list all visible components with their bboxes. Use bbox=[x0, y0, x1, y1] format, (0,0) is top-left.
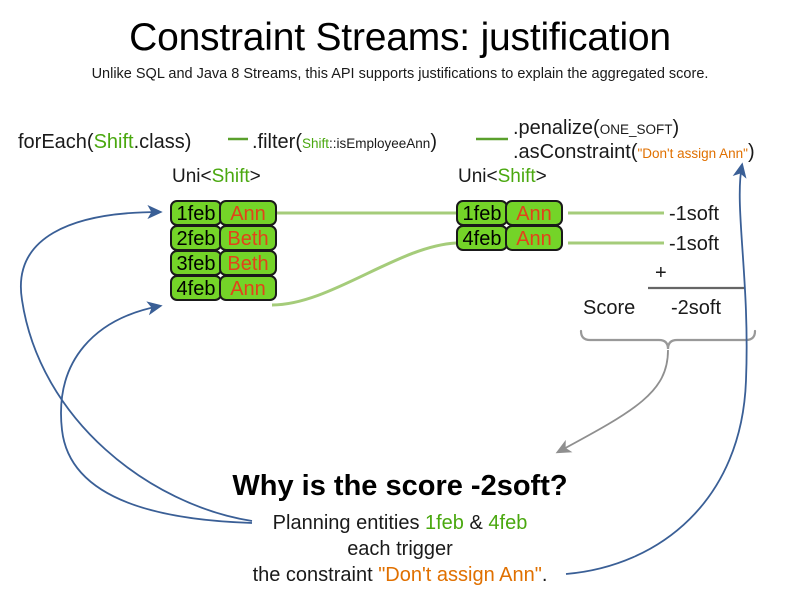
table-row: 3feb Beth bbox=[170, 250, 277, 276]
cell-employee: Beth bbox=[219, 250, 277, 276]
cell-date: 3feb bbox=[170, 250, 222, 276]
uni-left-prefix: Uni< bbox=[172, 166, 212, 187]
code-filter-ref-method: ::isEmployeeAnn bbox=[329, 136, 431, 151]
page-title: Constraint Streams: justification bbox=[129, 16, 671, 59]
cell-employee: Ann bbox=[505, 200, 563, 226]
uni-label-right: Uni<Shift> bbox=[458, 166, 547, 188]
score-total: -2soft bbox=[671, 297, 722, 319]
code-filter-call: .filter( bbox=[252, 131, 302, 153]
explanation-entity-a: 1feb bbox=[425, 512, 464, 534]
fact-table-left: 1feb Ann 2feb Beth 3feb Beth 4feb Ann bbox=[170, 200, 277, 301]
uni-left-suffix: > bbox=[249, 166, 261, 187]
code-filter-ref-type: Shift bbox=[302, 136, 330, 151]
explanation-line-1: Planning entities 1feb & 4feb bbox=[0, 512, 800, 535]
code-penalize: .penalize(ONE_SOFT) bbox=[513, 117, 679, 140]
code-as-constraint-arg: "Don't assign Ann" bbox=[637, 146, 748, 161]
uni-left-type: Shift bbox=[211, 166, 250, 187]
code-foreach-call: forEach( bbox=[18, 131, 94, 153]
table-row: 4feb Ann bbox=[170, 275, 277, 301]
code-as-constraint: .asConstraint("Don't assign Ann") bbox=[513, 141, 755, 164]
explanation-constraint-name: "Don't assign Ann" bbox=[378, 564, 542, 586]
cell-date: 4feb bbox=[456, 225, 508, 251]
cell-date: 2feb bbox=[170, 225, 222, 251]
uni-label-left: Uni<Shift> bbox=[172, 166, 261, 188]
cell-employee: Ann bbox=[505, 225, 563, 251]
page-subtitle: Unlike SQL and Java 8 Streams, this API … bbox=[91, 66, 709, 82]
score-explanation-arrow bbox=[555, 349, 669, 454]
fact-table-right: 1feb Ann 4feb Ann bbox=[456, 200, 563, 251]
explanation-line-2: each trigger bbox=[347, 538, 453, 560]
explanation-line3-suffix: . bbox=[541, 564, 548, 586]
explanation-heading: Why is the score -2soft? bbox=[232, 470, 568, 502]
score-label: Score bbox=[583, 297, 636, 319]
table-row: 2feb Beth bbox=[170, 225, 277, 251]
code-foreach-tail: .class) bbox=[133, 131, 192, 153]
code-penalize-call: .penalize( bbox=[513, 117, 600, 139]
explanation-entity-b: 4feb bbox=[488, 512, 528, 534]
table-row: 1feb Ann bbox=[170, 200, 277, 226]
explanation-amp: & bbox=[463, 512, 489, 534]
cell-date: 1feb bbox=[170, 200, 222, 226]
cell-employee: Beth bbox=[219, 225, 277, 251]
explanation-line1-prefix: Planning entities bbox=[272, 512, 425, 534]
table-row: 4feb Ann bbox=[456, 225, 563, 251]
sum-operator: + bbox=[655, 262, 667, 284]
impact-value-1: -1soft bbox=[669, 203, 720, 225]
cell-employee: Ann bbox=[219, 275, 277, 301]
explanation-line3-prefix: the constraint bbox=[252, 564, 379, 586]
code-filter: .filter(Shift::isEmployeeAnn) bbox=[252, 131, 437, 154]
uni-right-type: Shift bbox=[497, 166, 536, 187]
code-foreach-type: Shift bbox=[93, 131, 134, 153]
cell-date: 1feb bbox=[456, 200, 508, 226]
cell-date: 4feb bbox=[170, 275, 222, 301]
code-as-constraint-call: .asConstraint( bbox=[513, 141, 638, 163]
code-as-constraint-tail: ) bbox=[747, 141, 755, 163]
table-row: 1feb Ann bbox=[456, 200, 563, 226]
code-filter-tail: ) bbox=[430, 131, 437, 153]
explanation-line-3: the constraint "Don't assign Ann". bbox=[0, 564, 800, 587]
code-penalize-tail: ) bbox=[672, 117, 680, 139]
uni-right-suffix: > bbox=[535, 166, 547, 187]
stream-link-row4 bbox=[271, 241, 457, 307]
cell-employee: Ann bbox=[219, 200, 277, 226]
score-brace bbox=[579, 329, 757, 350]
impact-value-2: -1soft bbox=[669, 233, 720, 255]
uni-right-prefix: Uni< bbox=[458, 166, 498, 187]
code-penalize-arg: ONE_SOFT bbox=[599, 122, 673, 137]
code-foreach: forEach(Shift.class) bbox=[18, 131, 191, 154]
